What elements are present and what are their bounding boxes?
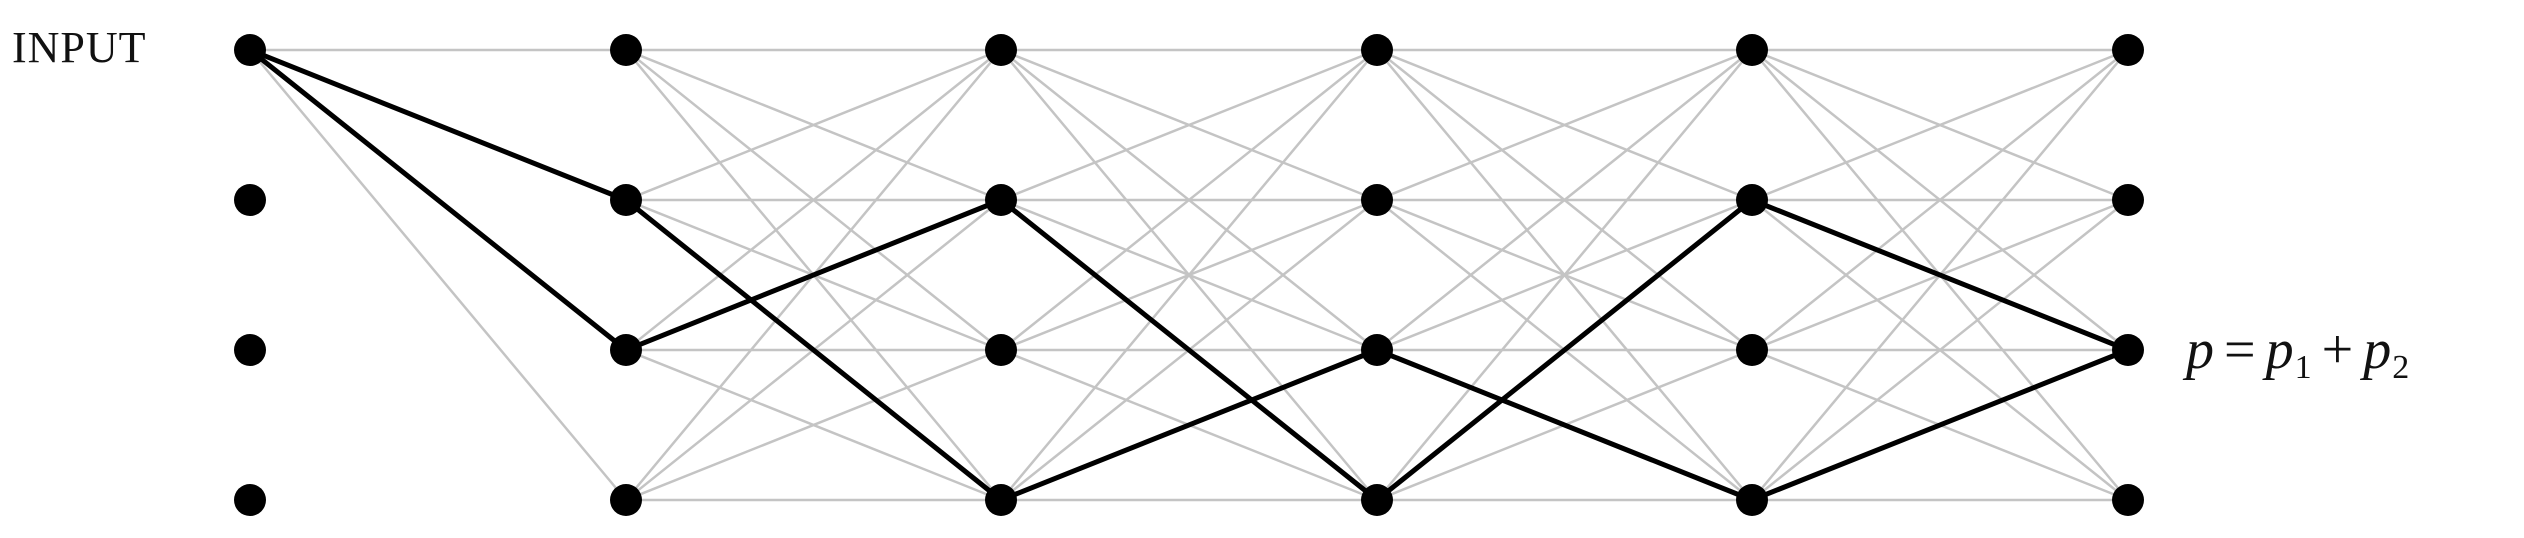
highlight-edge-l4-1-2 (1749, 197, 2131, 353)
highlight-edge-l3-3-1 (1374, 197, 1755, 503)
edge-l2-2-0 (999, 48, 1379, 352)
node-l0-n3 (234, 484, 266, 516)
highlighted-paths-layer (247, 47, 2131, 503)
highlight-edge-l1-2-1 (623, 197, 1004, 353)
input-label: INPUT (12, 23, 147, 72)
node-l3-n2 (1361, 334, 1393, 366)
edge-l1-1-0 (624, 48, 1003, 202)
node-l3-n3 (1361, 484, 1393, 516)
node-l5-n3 (2112, 484, 2144, 516)
node-l3-n1 (1361, 184, 1393, 216)
edge-input-to-3 (248, 48, 628, 502)
formula-equals: = (2224, 319, 2256, 381)
edge-l1-2-0 (624, 48, 1003, 352)
node-l1-n2 (610, 334, 642, 366)
node-l1-n1 (610, 184, 642, 216)
formula-p2-base: p (2363, 319, 2392, 381)
nodes-layer (234, 34, 2144, 516)
formula-p1-base: p (2265, 319, 2294, 381)
node-l0-n2 (234, 334, 266, 366)
edge-l2-3-0 (999, 48, 1379, 502)
formula-plus: + (2321, 319, 2354, 381)
node-l3-n0 (1361, 34, 1393, 66)
edge-l3-3-0 (1375, 48, 1754, 502)
formula-p2-subscript: 2 (2392, 349, 2410, 386)
edge-l3-1-0 (1375, 48, 1754, 202)
node-l1-n3 (610, 484, 642, 516)
edge-l4-3-1 (1750, 198, 2130, 502)
node-l4-n3 (1736, 484, 1768, 516)
node-l0-n0 (234, 34, 266, 66)
highlight-edge-l2-1-3 (998, 197, 1380, 503)
node-l1-n0 (610, 34, 642, 66)
node-l2-n2 (985, 334, 1017, 366)
node-l4-n2 (1736, 334, 1768, 366)
edge-l4-1-0 (1750, 48, 2130, 202)
node-l0-n1 (234, 184, 266, 216)
edge-l4-2-0 (1750, 48, 2130, 352)
node-l2-n1 (985, 184, 1017, 216)
edge-l2-1-0 (999, 48, 1379, 202)
node-l2-n3 (985, 484, 1017, 516)
highlight-edge-l0-0-2 (247, 47, 629, 353)
node-l2-n0 (985, 34, 1017, 66)
node-l5-n0 (2112, 34, 2144, 66)
node-l5-n2 (2112, 334, 2144, 366)
formula-p: p (2186, 319, 2214, 381)
highlight-edge-l1-1-3 (623, 197, 1004, 503)
formula-p1-subscript: 1 (2294, 349, 2312, 386)
output-formula: p=p1+p2 (2186, 318, 2409, 387)
edge-l3-2-0 (1375, 48, 1754, 352)
highlight-edge-l0-0-1 (247, 47, 629, 203)
node-l4-n1 (1736, 184, 1768, 216)
highlight-edge-l2-3-2 (998, 347, 1380, 503)
node-l5-n1 (2112, 184, 2144, 216)
edge-l1-3-2 (624, 348, 1003, 502)
node-l4-n0 (1736, 34, 1768, 66)
highlight-edge-l3-2-3 (1374, 347, 1755, 503)
highlight-edge-l4-3-2 (1749, 347, 2131, 503)
